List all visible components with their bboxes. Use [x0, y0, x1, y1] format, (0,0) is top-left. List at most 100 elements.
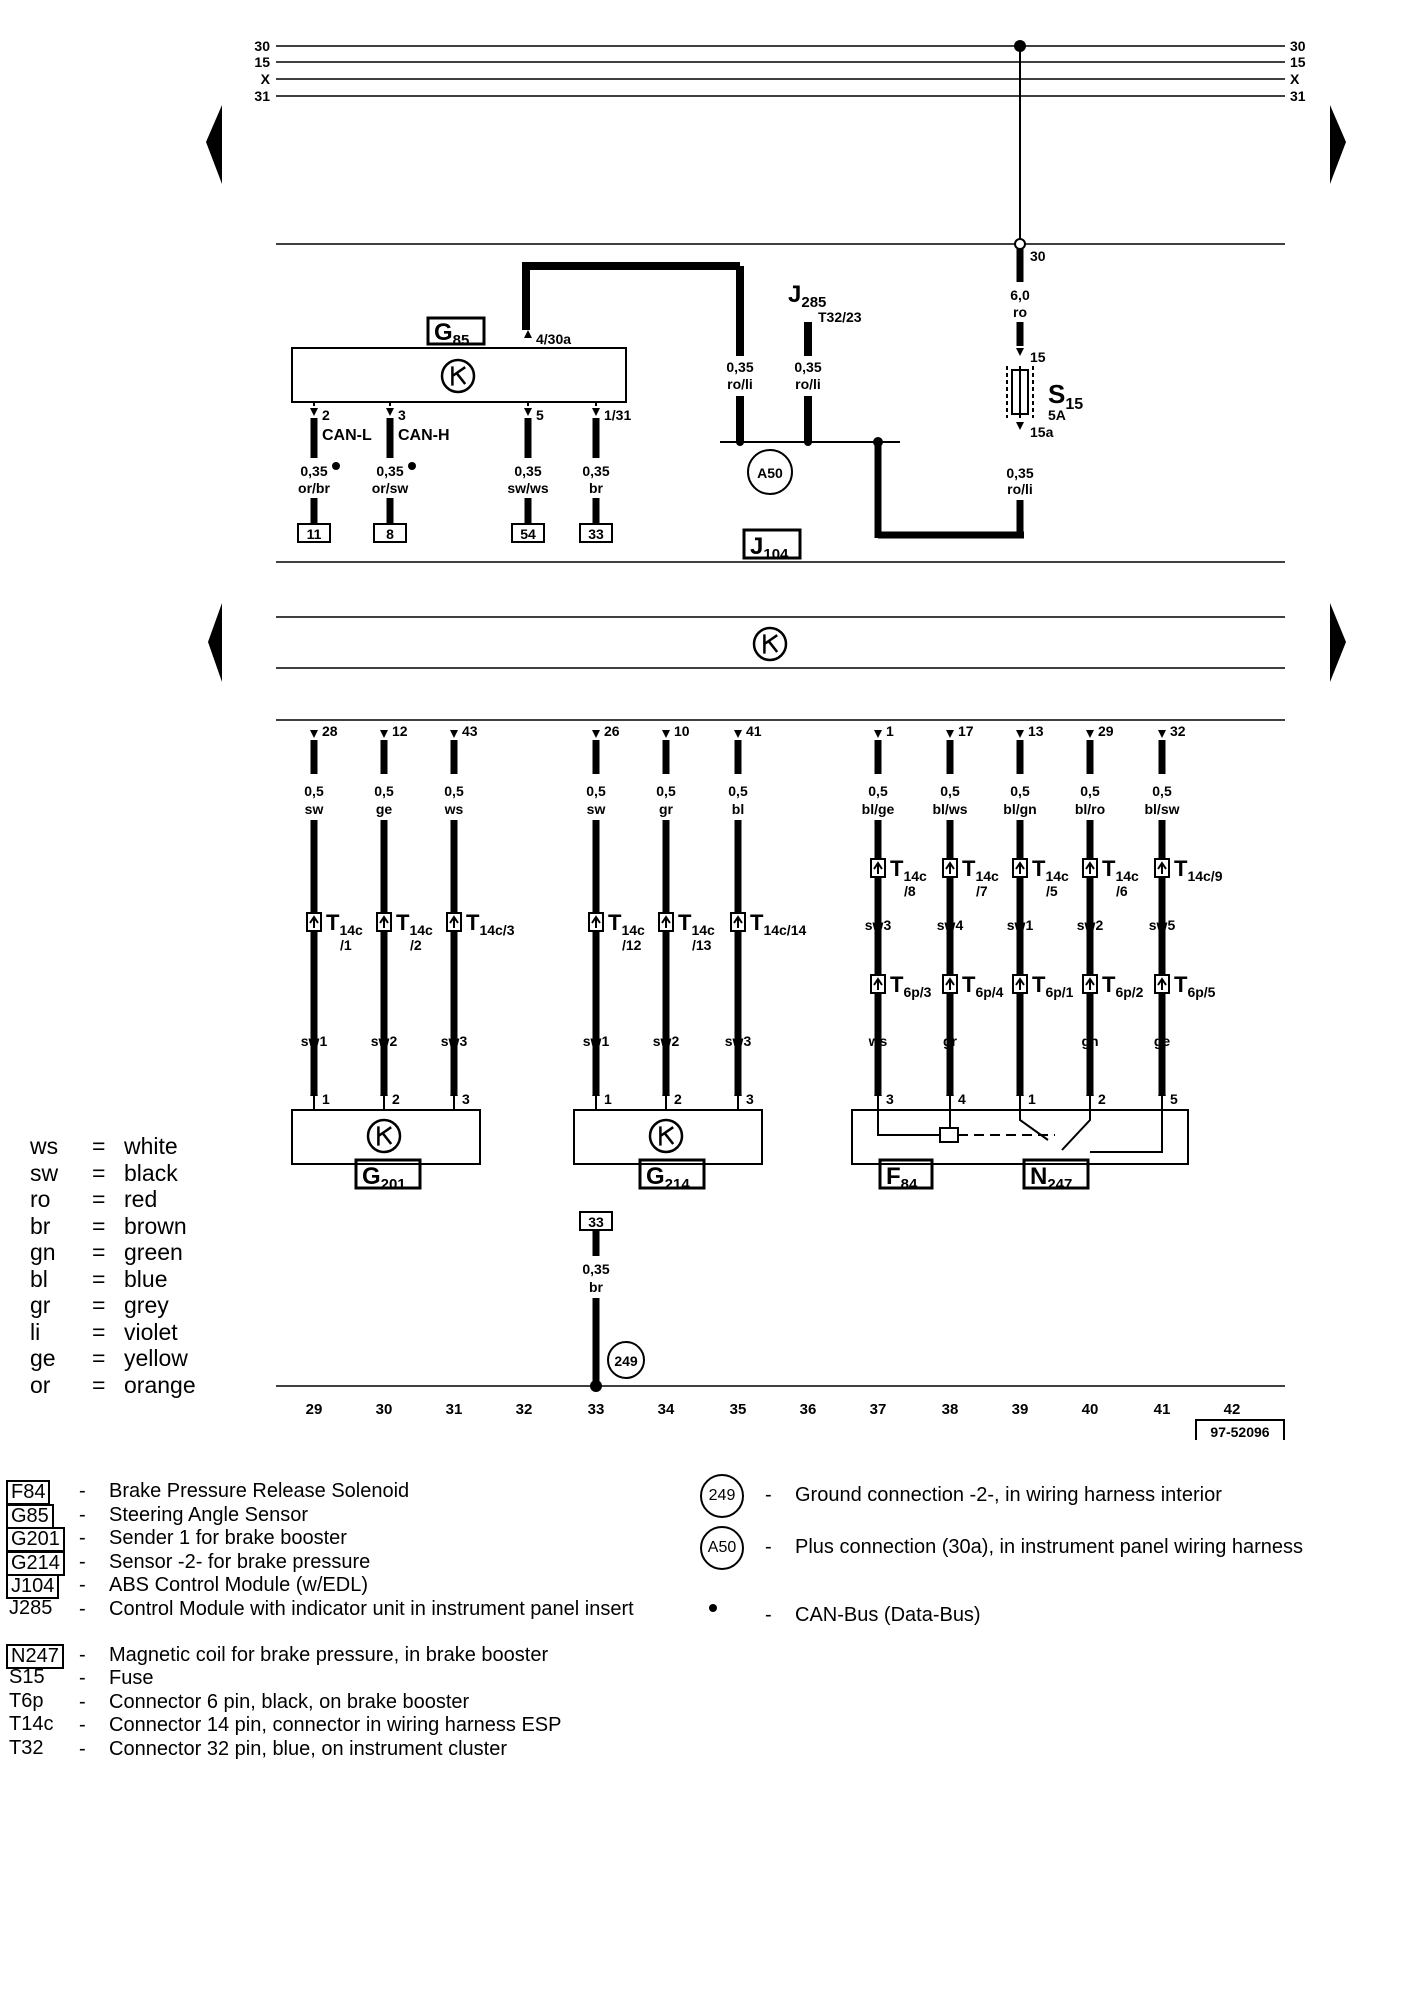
page-left-arrow-icon — [206, 105, 222, 184]
wire-size: 0,5 — [1080, 783, 1100, 799]
component-code: G85 — [6, 1503, 54, 1529]
symbol-desc: Plus connection (30a), in instrument pan… — [795, 1536, 1304, 1558]
t14c-connector-icon — [942, 858, 958, 878]
connector-arrow — [449, 915, 459, 928]
connector-arrow — [1015, 977, 1025, 990]
f84-label-box — [878, 1158, 934, 1190]
color-name: white — [124, 1133, 178, 1159]
wire-size: 0,5 — [374, 783, 394, 799]
equals-sign: = — [92, 1265, 106, 1292]
sensor-circle — [440, 358, 476, 394]
lower-wire-color: gn — [1081, 1033, 1098, 1049]
g201-sensor-icon — [366, 1118, 402, 1154]
t14c-connector-icon — [588, 912, 604, 932]
terminal-number: 33 — [588, 526, 604, 542]
track-number: 40 — [1082, 1401, 1099, 1418]
component-desc: Connector 6 pin, black, on brake booster — [109, 1690, 470, 1713]
wire-size: 0,5 — [728, 783, 748, 799]
pin-number: 32 — [1170, 723, 1186, 739]
color-name: yellow — [124, 1345, 188, 1371]
g85-pin-arrow-icon — [386, 408, 394, 416]
t14c-connector-icon — [306, 912, 322, 932]
pin-arrow-icon — [662, 730, 670, 738]
j285-label: J285 — [788, 281, 826, 311]
fuse-pin-in: 15 — [1030, 349, 1046, 365]
wire-color: bl/gn — [1003, 801, 1036, 817]
lower-wire-color: sw1 — [583, 1033, 610, 1049]
connector-arrow — [379, 915, 389, 928]
track-number: 31 — [446, 1401, 463, 1418]
component-pin: 1 — [1028, 1091, 1036, 1107]
track-number: 38 — [942, 1401, 959, 1418]
t14c-connector-icon — [730, 912, 746, 932]
dash: - — [79, 1574, 86, 1596]
a50-connection-icon — [747, 449, 793, 495]
lower-wire-color: sw2 — [371, 1033, 398, 1049]
color-name: grey — [124, 1292, 169, 1318]
connector-arrow — [945, 977, 955, 990]
equals-sign: = — [92, 1345, 106, 1371]
component-pin-arrow-icon — [734, 1088, 742, 1096]
t6p-label: T6p/4 — [962, 972, 1004, 1000]
wire-size: 0,5 — [1152, 783, 1172, 799]
component-desc: Brake Pressure Release Solenoid — [109, 1480, 410, 1502]
t14c-connector-icon — [1012, 858, 1028, 878]
dash: - — [765, 1484, 772, 1506]
component-pin: 1 — [322, 1091, 330, 1107]
drawing-number-box — [1195, 1419, 1285, 1440]
color-abbr: li — [30, 1318, 41, 1345]
g214-sensor-icon — [648, 1118, 684, 1154]
connector-arrow — [591, 915, 601, 928]
g85-wire-color: br — [589, 480, 604, 496]
connector-arrow — [873, 861, 883, 874]
dash: - — [79, 1503, 86, 1526]
can-bus-dot-icon — [709, 1604, 717, 1612]
color-name: black — [124, 1159, 178, 1186]
t14c-connector-icon — [870, 858, 886, 878]
lower-wire-color: ws — [868, 1033, 888, 1049]
wire-color: ge — [376, 801, 393, 817]
equals-sign: = — [92, 1292, 106, 1318]
n247-label-box — [1022, 1158, 1090, 1190]
g85-pin-arrow-icon — [592, 408, 600, 416]
g85-label: G85 — [434, 319, 469, 349]
wire-color: gr — [659, 801, 674, 817]
harness-color: sw1 — [1007, 917, 1034, 933]
component-pin: 3 — [462, 1091, 470, 1107]
bus-label-right: 30 — [1290, 38, 1306, 54]
component-pin-arrow-icon — [662, 1088, 670, 1096]
t14c-connector-icon — [446, 912, 462, 932]
track-number: 42 — [1224, 1401, 1241, 1418]
track-number: 30 — [376, 1401, 393, 1418]
connector-arrow — [1157, 861, 1167, 874]
color-name: green — [124, 1239, 183, 1265]
t14c-label: T14c — [962, 856, 999, 884]
dash: - — [765, 1604, 772, 1626]
wire-color: bl/ws — [932, 801, 967, 817]
t14c-pin: /6 — [1116, 883, 1128, 899]
ground-point-label: 249 — [614, 1353, 638, 1369]
color-name: orange — [124, 1371, 196, 1398]
sensor-glyph — [451, 366, 467, 386]
wire-size: 0,5 — [586, 783, 606, 799]
color-abbr: sw — [30, 1159, 59, 1186]
g85-pin-arrow-icon — [524, 408, 532, 416]
color-abbr: bl — [30, 1265, 48, 1292]
dash: - — [79, 1714, 86, 1736]
t6p-connector-icon — [1154, 974, 1170, 994]
t6p-label: T6p/2 — [1102, 972, 1144, 1000]
lower-wire-color: sw3 — [725, 1033, 752, 1049]
wire-color: sw — [587, 801, 606, 817]
component-code: J285 — [9, 1596, 53, 1619]
j104-label-box — [742, 528, 802, 560]
pin-arrow-icon — [380, 730, 388, 738]
page-right-arrow-icon — [1330, 105, 1346, 184]
plus-connection-icon: A50 — [700, 1526, 744, 1570]
dash: - — [79, 1597, 86, 1620]
color-abbr: or — [30, 1371, 51, 1398]
g201-label: G201 — [362, 1163, 406, 1193]
pin-number: 26 — [604, 723, 620, 739]
track-number: 36 — [800, 1401, 817, 1418]
component-pin-arrow-icon — [946, 1088, 954, 1096]
